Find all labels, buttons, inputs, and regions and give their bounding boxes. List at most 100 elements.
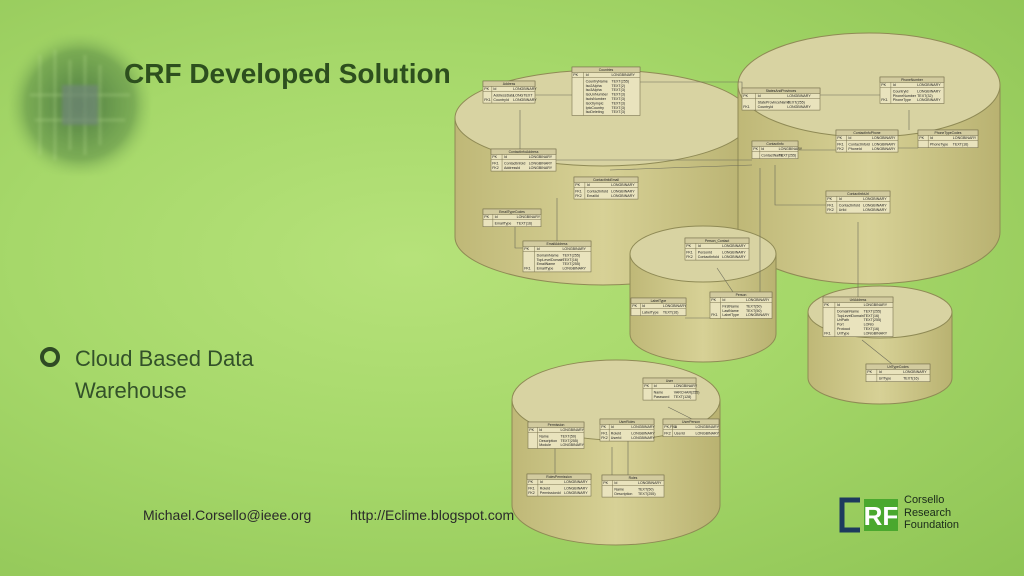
table-cell: LONGBINARY	[787, 94, 811, 98]
table-cell: LONGTEXT	[513, 93, 533, 97]
table-cell: LONGBINARY	[863, 203, 887, 207]
table-name: ContactInfoUrl	[847, 192, 869, 196]
table-cell: PK	[632, 304, 637, 308]
table-cell: LONG	[864, 323, 874, 327]
table-cell: Id	[611, 425, 614, 429]
table-cell: Id	[586, 73, 589, 77]
table-cell: LabelType	[722, 313, 739, 317]
table-cell: TEXT(3)	[611, 110, 625, 114]
table-name: Address	[503, 82, 516, 86]
table-name: Permission	[548, 423, 565, 427]
table-cell: PK	[919, 136, 924, 140]
table-cell: LONGBINARY	[722, 255, 746, 259]
table-cell: LONGBINARY	[663, 304, 687, 308]
table-cell: TEXT(16)	[517, 221, 533, 225]
table-name: User	[666, 379, 674, 383]
table-cell: RoleId	[611, 431, 621, 435]
ring-bullet-icon	[40, 347, 60, 367]
table-cell: PK	[603, 481, 608, 485]
table-cell: TEXT(255)	[562, 253, 580, 257]
table-cell: LONGBINARY	[517, 215, 541, 219]
table-name: RolesPermission	[546, 475, 572, 479]
table-cell: LONGBINARY	[529, 161, 553, 165]
table-cell: LONGBINARY	[722, 250, 746, 254]
table-cell: LONGBINARY	[746, 298, 770, 302]
table-cell: UrlType	[879, 376, 891, 380]
table-header	[599, 418, 655, 425]
table-cell: DomainName	[537, 253, 559, 257]
table-cell: TopLevelDomain	[537, 258, 564, 262]
table-cell: Description	[539, 439, 557, 443]
table-cell: EmailId	[587, 194, 599, 198]
table-name: Person_Contact	[705, 239, 729, 243]
table-cell: TopLevelDomain	[837, 314, 864, 318]
table-header	[835, 129, 899, 136]
table-cell: PK	[711, 298, 716, 302]
table-cell: FK1	[743, 105, 750, 109]
table-cell: FK1	[686, 250, 693, 254]
table-cell: LONGBINARY	[917, 83, 941, 87]
table-cell: TEXT(50)	[638, 487, 654, 491]
table-cell: Module	[539, 443, 551, 447]
table-cell: Id	[848, 136, 851, 140]
table-cell: LONGBINARY	[917, 89, 941, 93]
table-cell: PK	[824, 303, 829, 307]
table-cell: ContactInfoId	[848, 142, 869, 146]
table-cell: PK	[743, 94, 748, 98]
table-cell: PhoneType	[930, 142, 948, 146]
table-cell: TEXT(16)	[864, 327, 880, 331]
table-cell: PhoneNumber	[893, 94, 917, 98]
table-cell: PK	[827, 197, 832, 201]
table-cell: UrlType	[837, 331, 849, 335]
table-cell: LONGBINARY	[611, 189, 635, 193]
table-cell: LastName	[722, 309, 738, 313]
table-cell: DomainName	[837, 309, 859, 313]
table-cell: Id	[722, 298, 725, 302]
table-header	[522, 240, 592, 247]
table-cell: TEXT(255)	[638, 492, 656, 496]
circuit-board-icon	[10, 35, 150, 175]
table-cell: Name	[614, 487, 624, 491]
table-cell: UserId	[611, 436, 622, 440]
table-cell: LONGBINARY	[638, 481, 662, 485]
table-cell: EmailType	[537, 267, 554, 271]
table-cell: TEXT(255)	[787, 100, 805, 104]
table-cell: PK	[867, 370, 872, 374]
table-cell: Password	[654, 395, 670, 399]
table-cell: LONGBINARY	[695, 431, 719, 435]
table-header	[482, 208, 542, 215]
table-cell: LONGBINARY	[674, 384, 698, 388]
table-cell: Id	[761, 147, 764, 151]
table-cell: PK	[573, 73, 578, 77]
table-cell: PhoneId	[848, 147, 861, 151]
table-cell: CountryName	[586, 79, 608, 83]
table-cell: Id	[654, 384, 657, 388]
table-cell: FK1	[824, 331, 831, 335]
table-cell: Id	[614, 481, 617, 485]
table-cell: Id	[587, 183, 590, 187]
footer-email[interactable]: Michael.Corsello@ieee.org	[143, 507, 312, 523]
table-cell: UrlPath	[837, 318, 849, 322]
table-cell: LONGBINARY	[564, 491, 588, 495]
table-header	[601, 474, 665, 481]
table-name: UserRoles	[619, 420, 635, 424]
table-cell: TEXT(255)	[864, 318, 882, 322]
table-cell: PK	[601, 425, 606, 429]
footer-url[interactable]: http://Eclime.blogspot.com	[350, 507, 515, 523]
table-cell: Id	[539, 428, 542, 432]
table-cell: PK	[753, 147, 758, 151]
table-cell: TEXT(3)	[611, 101, 625, 105]
table-cell: Id	[642, 304, 645, 308]
table-cell: TEXT(50)	[746, 304, 762, 308]
table-cell: AddressId	[504, 166, 520, 170]
table-cell: CountryId	[758, 105, 774, 109]
